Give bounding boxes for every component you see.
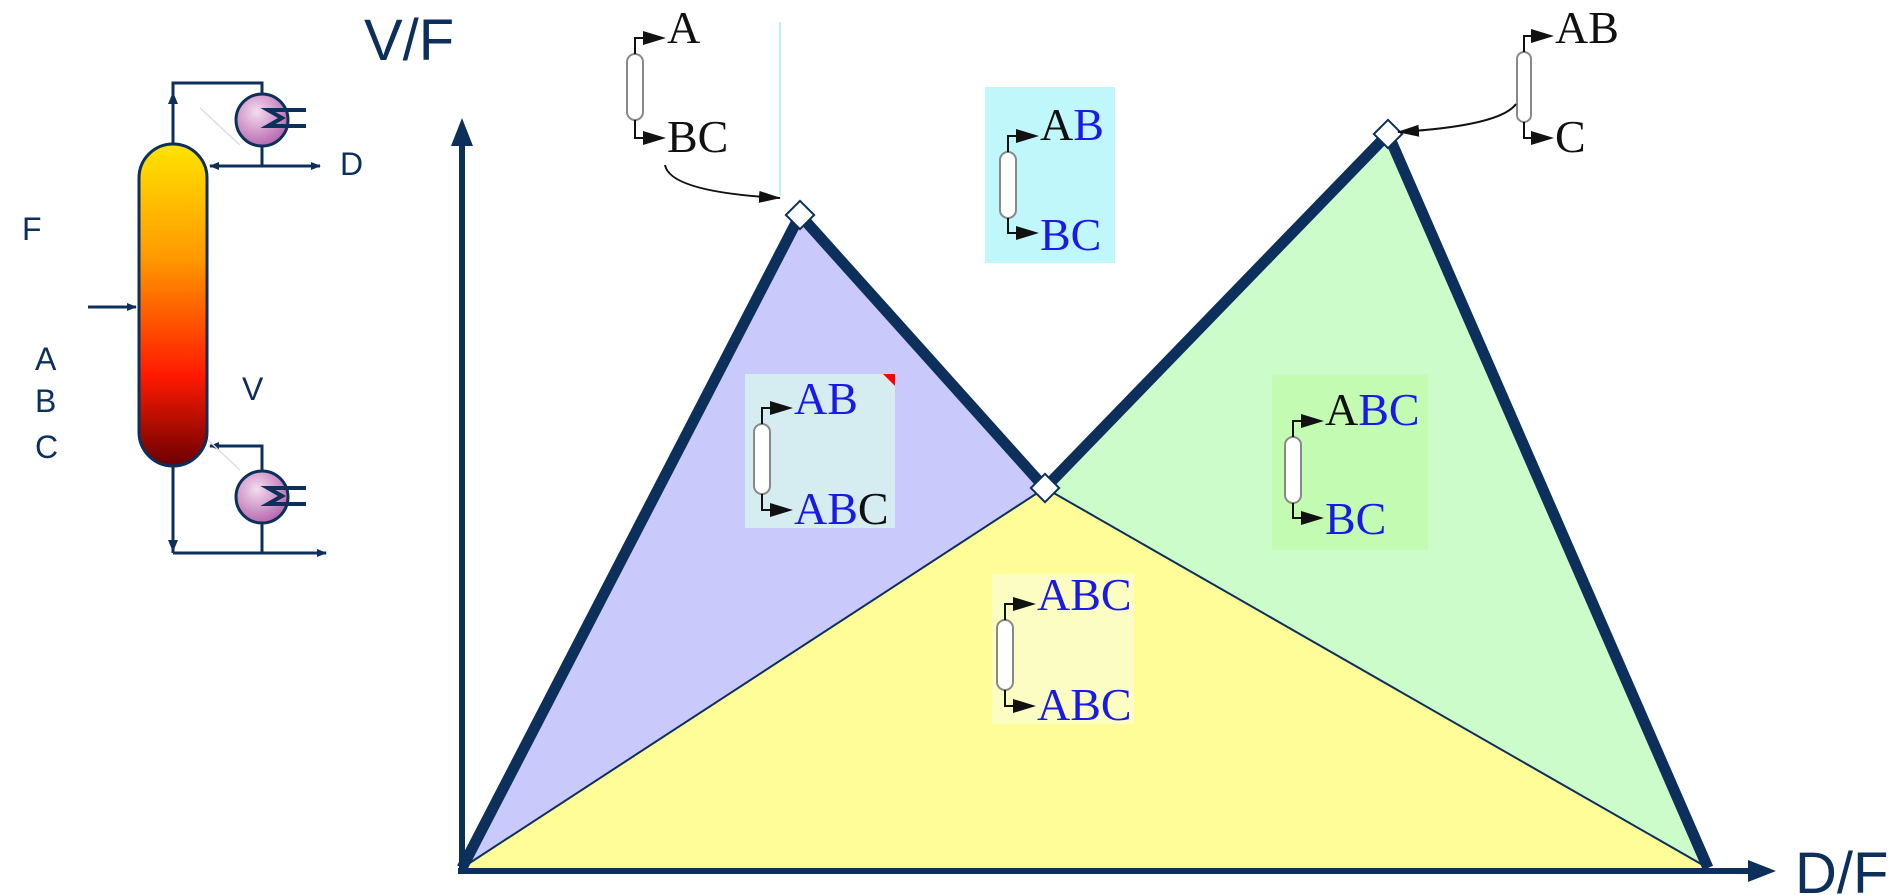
split-left-bottom-label: BC bbox=[667, 111, 728, 162]
split-left-top-label: A bbox=[667, 2, 700, 53]
x-axis-label: D/F bbox=[1795, 841, 1888, 895]
mini-column-icon bbox=[999, 151, 1017, 219]
distillation-column-schematic: D F A B C V bbox=[22, 81, 363, 557]
inset-green-top-label-part-1: BC bbox=[1358, 384, 1419, 435]
feed-component-b: B bbox=[35, 383, 56, 419]
inset-cyan-top-label: AB bbox=[1040, 99, 1104, 150]
inset-green-bottom-label: BC bbox=[1325, 493, 1386, 544]
callout-arrow-left bbox=[664, 164, 781, 203]
inset-yellow-bottom-label-part-0: ABC bbox=[1037, 679, 1132, 730]
inset-yellow-bottom-label: ABC bbox=[1037, 679, 1132, 730]
split-right-bottom-label: C bbox=[1555, 111, 1586, 162]
feed-component-a: A bbox=[35, 341, 57, 377]
inset-purple-bottom-label: ABC bbox=[794, 483, 889, 534]
mini-column-icon bbox=[753, 423, 771, 495]
diamond-marker-valley bbox=[1029, 472, 1061, 504]
inset-yellow-top-label: ABC bbox=[1037, 569, 1132, 620]
y-axis-label: V/F bbox=[364, 8, 454, 73]
inset-box-green: ABC BC bbox=[1272, 374, 1428, 550]
feed-component-c: C bbox=[35, 429, 58, 465]
inset-box-purple: AB ABC bbox=[745, 373, 895, 534]
inset-purple-bottom-label-part-1: C bbox=[858, 483, 889, 534]
callout-arrow-right bbox=[1397, 103, 1517, 137]
inset-box-yellow: ABC ABC bbox=[992, 569, 1134, 730]
mini-column-icon bbox=[1516, 51, 1532, 123]
inset-cyan-bottom-label-part-0: BC bbox=[1040, 209, 1101, 260]
inset-purple-top-label-part-0: AB bbox=[794, 373, 858, 424]
region-purple bbox=[462, 215, 1045, 868]
inset-green-top-label: ABC bbox=[1325, 384, 1420, 435]
inset-cyan-top-label-part-0: A bbox=[1040, 99, 1073, 150]
boundary-right-thin bbox=[1044, 487, 1709, 869]
inset-box-cyan: AB BC bbox=[985, 87, 1115, 263]
split-annotation-left: A BC bbox=[626, 2, 781, 203]
column-body bbox=[137, 142, 209, 468]
inset-yellow-top-label-part-0: ABC bbox=[1037, 569, 1132, 620]
inset-cyan-bottom-label: BC bbox=[1040, 209, 1101, 260]
inset-green-bottom-label-part-0: BC bbox=[1325, 493, 1386, 544]
feed-label: F bbox=[22, 211, 42, 247]
x-axis-arrowhead bbox=[1748, 860, 1776, 882]
split-right-top-label: AB bbox=[1555, 2, 1619, 53]
inset-purple-bottom-label-part-0: AB bbox=[794, 483, 858, 534]
distillate-label: D bbox=[340, 146, 363, 182]
inset-green-top-label-part-0: A bbox=[1325, 384, 1358, 435]
red-corner-mark bbox=[883, 374, 895, 386]
vapor-label: V bbox=[242, 371, 264, 407]
mini-column-icon bbox=[1284, 436, 1302, 504]
inset-purple-top-label: AB bbox=[794, 373, 858, 424]
inset-cyan-top-label-part-1: B bbox=[1073, 99, 1104, 150]
mini-column-icon bbox=[996, 619, 1014, 691]
y-axis-arrowhead bbox=[451, 118, 473, 146]
split-annotation-right: AB C bbox=[1397, 2, 1619, 162]
boundary-left-thin bbox=[461, 487, 1046, 869]
diamond-marker-left-peak bbox=[784, 199, 816, 231]
mini-column-icon bbox=[626, 53, 644, 121]
diamond-marker-right-peak bbox=[1372, 118, 1404, 150]
